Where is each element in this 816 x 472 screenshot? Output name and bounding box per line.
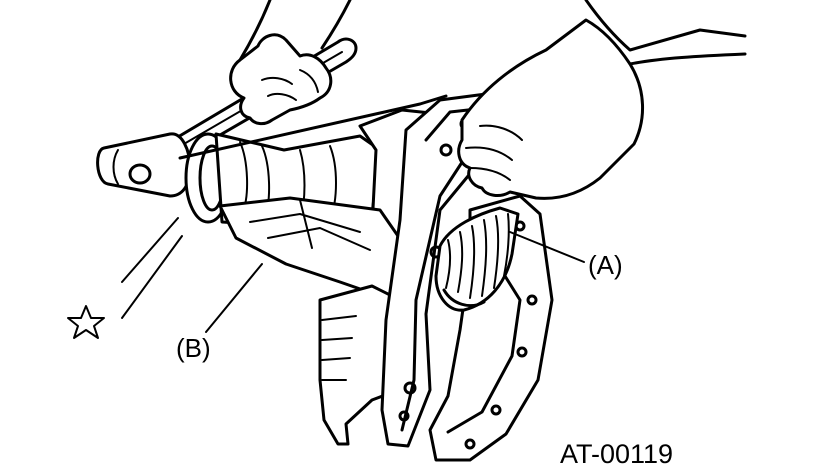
flange-bolt [398, 410, 410, 422]
right-hand-fingers [465, 124, 523, 181]
left-hand-fingers [261, 69, 319, 101]
main-flange-inner [400, 106, 488, 432]
housing-lower-details [249, 199, 371, 251]
seal-teeth [445, 213, 510, 299]
leader-a [509, 231, 585, 263]
socket-hole [128, 163, 152, 185]
socket-flat [112, 149, 119, 185]
right-arm [584, 0, 747, 52]
callout-b-label: (B) [176, 333, 211, 363]
case-fins [321, 315, 357, 381]
leader-b [205, 263, 263, 333]
converter-housing [428, 194, 554, 462]
flange-bolt [439, 143, 453, 157]
converter-bolt [464, 438, 476, 450]
right-sleeve [628, 52, 747, 66]
left-arm [238, 0, 352, 62]
flange-bolt [403, 381, 417, 395]
housing-top [178, 94, 448, 160]
seal-lip [442, 288, 486, 307]
leader-star-2 [121, 235, 183, 319]
leader-star-1 [121, 217, 179, 283]
converter-bolt [516, 346, 528, 358]
figure-id-label: AT-00119 [560, 439, 674, 469]
converter-bolt [490, 404, 502, 416]
star-icon [67, 305, 105, 339]
converter-bolt [526, 294, 538, 306]
callout-a-label: (A) [588, 250, 623, 280]
right-hand [457, 18, 644, 200]
cover-ribs [239, 141, 337, 223]
